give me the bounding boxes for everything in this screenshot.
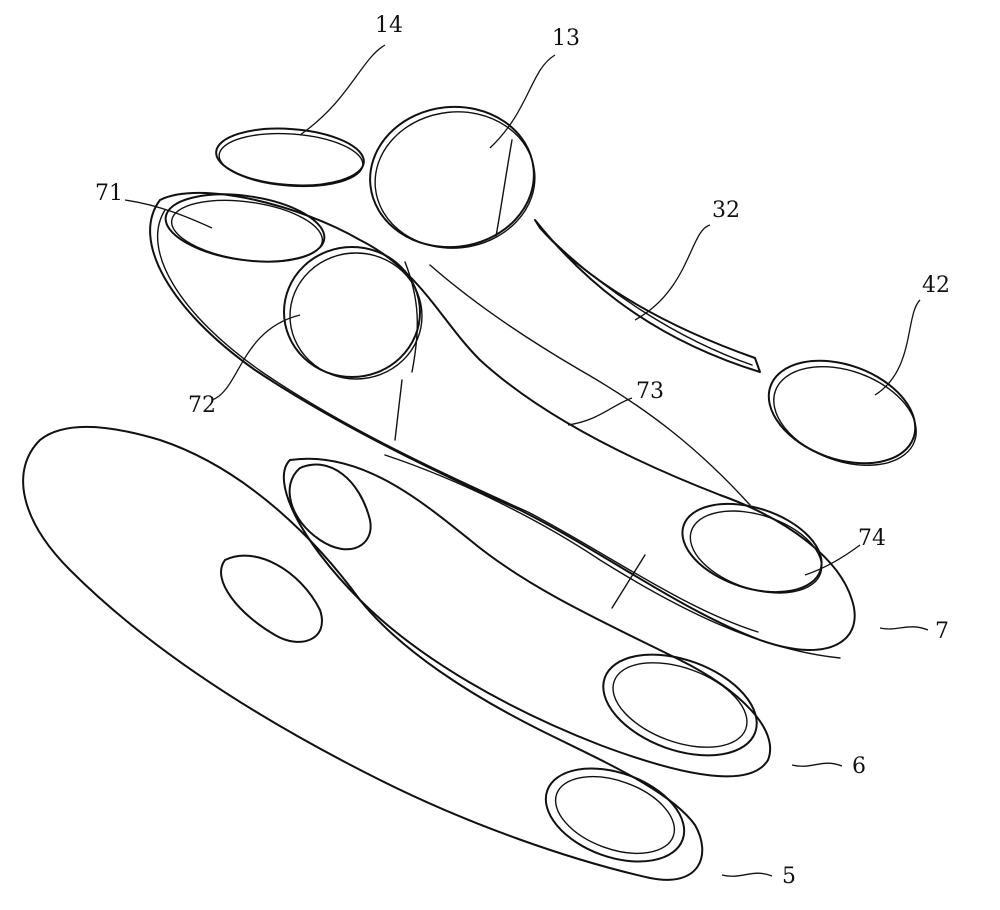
label-5: 5	[782, 864, 796, 889]
leader-5	[721, 872, 773, 877]
leader-14	[299, 44, 386, 136]
leader-74	[804, 544, 861, 576]
label-14: 14	[375, 13, 403, 38]
label-72: 72	[188, 393, 216, 418]
leader-73	[567, 397, 633, 426]
label-42: 42	[922, 273, 950, 298]
leader-42	[874, 299, 921, 396]
label-32: 32	[712, 198, 740, 223]
reference-labels: 14 13 71 32 42 72 73 74 7 6 5	[95, 13, 950, 889]
label-13: 13	[552, 26, 580, 51]
part-13-pad	[369, 105, 536, 249]
part-42-pad	[767, 359, 917, 466]
leader-6	[791, 762, 843, 767]
label-73: 73	[636, 379, 664, 404]
layer-6-mesh-insole	[282, 457, 771, 778]
label-71: 71	[95, 181, 123, 206]
label-7: 7	[935, 619, 949, 644]
leader-71	[124, 199, 213, 229]
part-32-arch-strip	[534, 219, 761, 373]
leader-72	[211, 314, 301, 401]
leader-7	[879, 626, 929, 631]
layer-5-mesh-insole	[22, 425, 704, 881]
label-74: 74	[858, 526, 886, 551]
leader-32	[634, 224, 711, 321]
label-6: 6	[852, 754, 866, 779]
part-14-pad	[215, 127, 365, 188]
leader-lines	[124, 44, 929, 877]
layer-7-top-insole	[149, 191, 856, 659]
leader-13	[489, 54, 556, 149]
